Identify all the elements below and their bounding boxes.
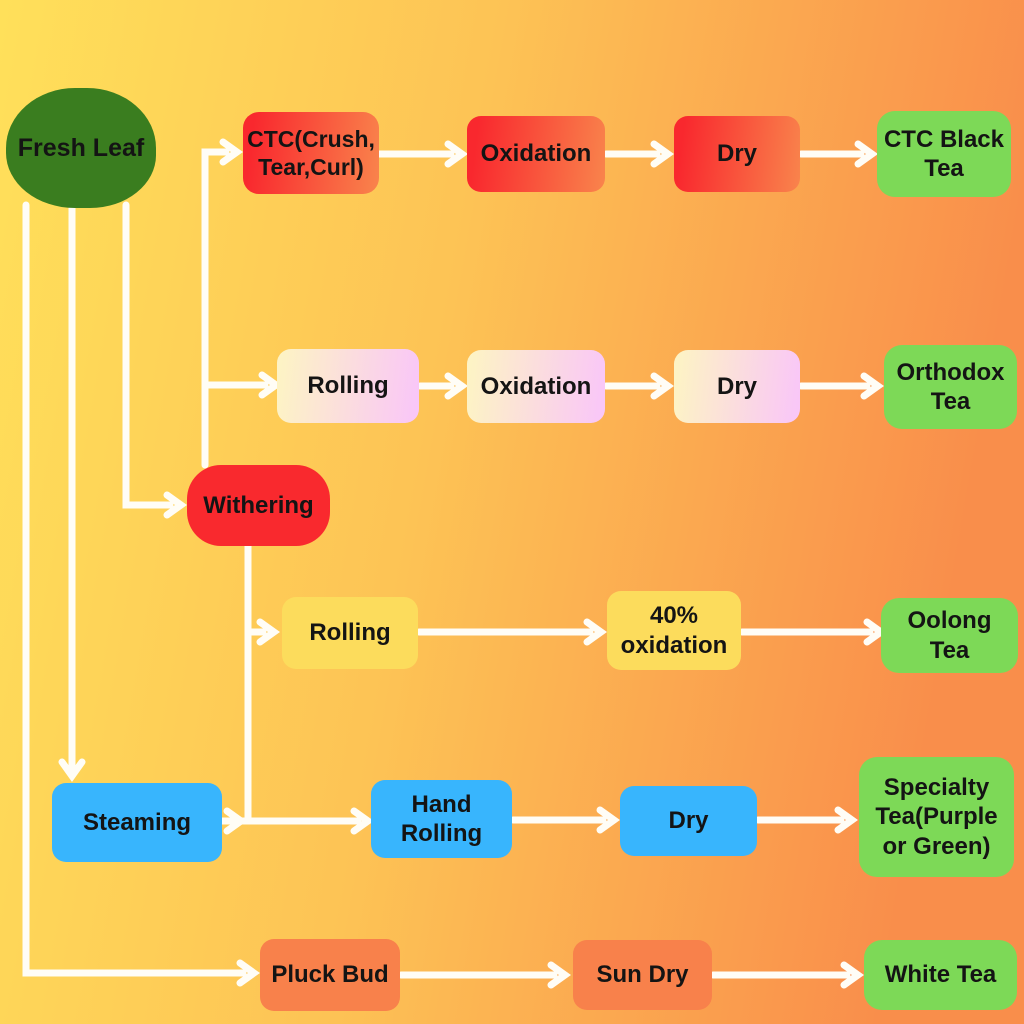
edge-dry-to-ctc-black-tea (797, 140, 879, 168)
node-oolong-tea: Oolong Tea (881, 598, 1018, 673)
node-oxidation-ctc: Oxidation (467, 116, 605, 192)
edge-oxidation-to-dry-row2 (602, 372, 675, 400)
node-orthodox-tea: Orthodox Tea (884, 345, 1017, 429)
edge-fresh-leaf-to-steaming (58, 201, 86, 783)
edge-rolling-to-oxidation-row2 (416, 372, 469, 400)
edge-fresh-leaf-to-withering (122, 201, 188, 519)
node-white-tea: White Tea (864, 940, 1017, 1010)
node-pluck-bud: Pluck Bud (260, 939, 400, 1011)
edge-rolling-to-40-oxidation (415, 618, 608, 646)
edge-40-oxidation-to-oolong-tea (738, 618, 888, 646)
node-40-percent-oxidation: 40% oxidation (607, 591, 741, 670)
node-steaming: Steaming (52, 783, 222, 862)
edge-fresh-leaf-to-pluck-bud (22, 201, 261, 987)
node-sun-dry: Sun Dry (573, 940, 712, 1010)
node-specialty-tea: Specialty Tea(Purple or Green) (859, 757, 1014, 877)
edge-dry-to-specialty-tea (754, 806, 859, 834)
node-dry-orthodox: Dry (674, 350, 800, 423)
node-dry-ctc: Dry (674, 116, 800, 192)
edge-steaming-to-hand-rolling (218, 807, 375, 835)
edge-sun-dry-to-white-tea (709, 961, 865, 989)
edge-dry-to-orthodox-tea (797, 372, 885, 400)
node-rolling-orthodox: Rolling (277, 349, 419, 423)
node-ctc-crush-tear-curl: CTC(Crush, Tear,Curl) (243, 112, 379, 194)
edge-pluck-bud-to-sun-dry (397, 961, 572, 989)
node-ctc-black-tea: CTC Black Tea (877, 111, 1011, 197)
node-oxidation-orthodox: Oxidation (467, 350, 605, 423)
edge-hand-rolling-to-dry (509, 806, 621, 834)
edge-ctc-to-oxidation (375, 140, 469, 168)
node-hand-rolling: Hand Rolling (371, 780, 512, 858)
edge-oxidation-to-dry-row1 (602, 140, 675, 168)
edge-withering-to-rolling-orthodox (201, 371, 283, 399)
edge-withering-to-rolling-oolong (244, 618, 281, 646)
node-fresh-leaf: Fresh Leaf (6, 88, 156, 208)
node-rolling-oolong: Rolling (282, 597, 418, 669)
node-withering: Withering (187, 465, 330, 546)
node-dry-specialty: Dry (620, 786, 757, 856)
edge-withering-to-ctc (201, 138, 244, 469)
